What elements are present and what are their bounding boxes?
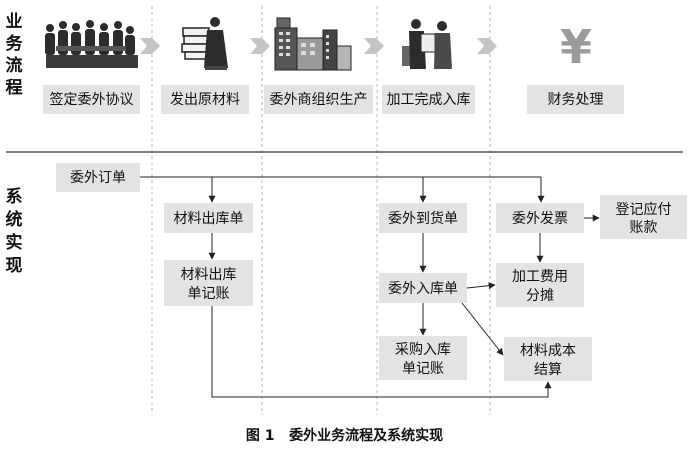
node-label: 材料出库 bbox=[181, 267, 237, 283]
node-outsourcing-inbound bbox=[379, 273, 467, 303]
worker-carrying-boxes-icon bbox=[181, 17, 228, 70]
step-box-finance bbox=[527, 85, 624, 114]
side-char: 系 bbox=[6, 187, 23, 207]
node-label: 委外订单 bbox=[70, 170, 126, 186]
node-label: 委外入库单 bbox=[388, 281, 458, 297]
side-char: 业 bbox=[6, 12, 23, 32]
side-char: 流 bbox=[6, 55, 23, 76]
node-label: 委外到货单 bbox=[388, 210, 458, 227]
side-char: 实 bbox=[6, 232, 23, 253]
step-box-sign-agreement bbox=[43, 85, 140, 114]
business-step-boxes: 签定委外协议 发出原材料 委外商组织生产 加工完成入库 财务处理 bbox=[43, 85, 624, 114]
side-char: 统 bbox=[6, 209, 23, 230]
factory-buildings-icon bbox=[274, 17, 352, 71]
step-label: 签定委外协议 bbox=[50, 91, 134, 108]
step-label: 发出原材料 bbox=[170, 92, 240, 108]
chevron-right-icon bbox=[140, 38, 160, 54]
step-box-issue-materials bbox=[161, 85, 249, 114]
node-outsourcing-invoice bbox=[496, 203, 584, 233]
connector-inbound-to-settlement bbox=[461, 302, 504, 356]
node-outsourcing-arrival bbox=[379, 203, 467, 233]
node-outsourcing-order bbox=[56, 163, 140, 192]
step-box-vendor-production bbox=[264, 85, 373, 114]
side-char: 务 bbox=[6, 33, 24, 54]
node-material-cost-settlement bbox=[504, 337, 592, 381]
chevron-right-icon bbox=[364, 38, 384, 54]
connector-inbound-to-allocation bbox=[466, 282, 496, 290]
figure-caption: 图 1 委外业务流程及系统实现 bbox=[246, 427, 443, 444]
side-char: 程 bbox=[6, 78, 23, 98]
node-register-payable bbox=[600, 195, 687, 239]
yen-icon: ¥ bbox=[560, 20, 592, 74]
node-label: 单记账 bbox=[188, 286, 230, 302]
chevron-right-icon bbox=[477, 38, 497, 54]
node-material-outbound-ledger bbox=[164, 260, 253, 306]
node-purchase-inbound-ledger bbox=[379, 336, 467, 380]
chevron-arrows bbox=[140, 38, 497, 54]
chevron-right-icon bbox=[250, 38, 270, 54]
node-label: 单记账 bbox=[402, 361, 444, 377]
business-flow-label: 业 务 流 程 bbox=[6, 12, 24, 98]
node-label: 采购入库 bbox=[395, 342, 451, 358]
node-label: 加工费用 bbox=[512, 269, 568, 285]
node-label: 结算 bbox=[534, 362, 562, 378]
step-box-processing-inbound bbox=[382, 85, 475, 114]
step-label: 财务处理 bbox=[548, 92, 604, 108]
step-label: 委外商组织生产 bbox=[270, 92, 368, 108]
meeting-people-icon bbox=[45, 20, 138, 68]
node-label: 材料出库单 bbox=[174, 211, 244, 227]
node-label: 账款 bbox=[630, 220, 658, 236]
warehouse-workers-icon bbox=[402, 19, 452, 69]
node-processing-fee-allocation bbox=[496, 263, 584, 307]
side-char: 现 bbox=[6, 256, 23, 276]
connectors bbox=[140, 176, 600, 398]
node-label: 材料成本 bbox=[520, 343, 576, 359]
connector-ledger-to-settlement bbox=[211, 306, 552, 398]
node-label: 分摊 bbox=[526, 288, 554, 304]
node-label: 委外发票 bbox=[512, 211, 568, 227]
node-label: 登记应付 bbox=[616, 201, 672, 218]
system-impl-label: 系 统 实 现 bbox=[6, 187, 23, 276]
system-nodes: 委外订单 材料出库单 材料出库 单记账 委外到货单 委外入库单 采购入库 单记账… bbox=[56, 163, 687, 381]
step-label: 加工完成入库 bbox=[387, 92, 471, 108]
column-separators bbox=[151, 6, 491, 415]
node-material-outbound bbox=[164, 203, 253, 233]
